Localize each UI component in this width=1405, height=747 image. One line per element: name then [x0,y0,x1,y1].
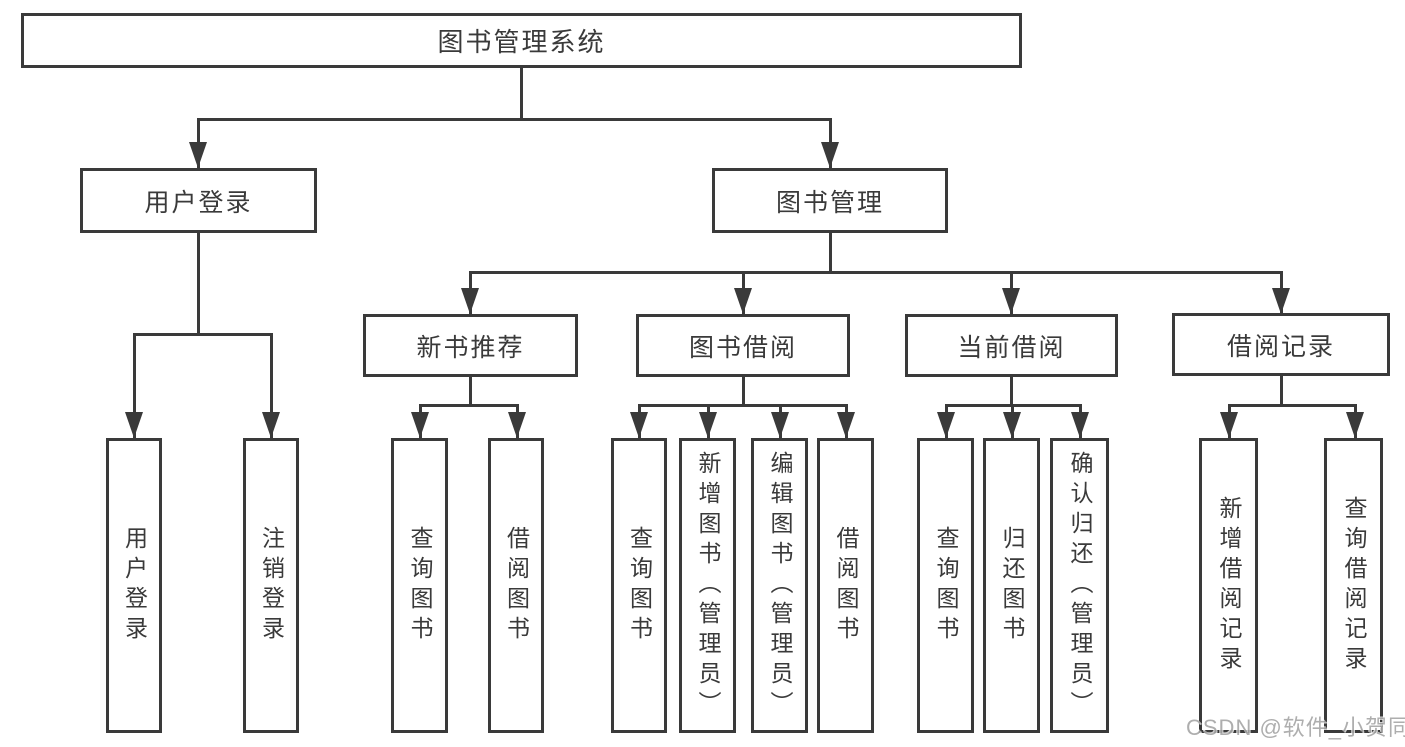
node-label: 编辑图书（管理员） [767,450,793,721]
leaf-query-borrow-record: 查询借阅记录 [1324,438,1383,733]
csdn-watermark: CSDN @软件_小贺同学 [1186,715,1405,740]
arrow-down-icon [1272,288,1290,314]
leaf-edit-books-admin: 编辑图书（管理员） [751,438,808,733]
arrow-down-icon [734,288,752,314]
node-label: 查询图书 [407,525,433,646]
connector-line [1010,377,1013,406]
node-book-management: 图书管理 [712,168,948,233]
leaf-logout: 注销登录 [243,438,299,733]
node-label: 图书借阅 [688,333,797,362]
node-label: 借阅记录 [1226,332,1335,361]
node-label: 新书推荐 [416,333,525,362]
node-label: 确认归还（管理员） [1067,450,1093,721]
node-label: 用户登录 [121,525,148,646]
node-label: 当前借阅 [957,333,1066,362]
node-label: 用户登录 [144,188,253,217]
node-label: 借阅图书 [503,525,530,646]
leaf-add-borrow-record: 新增借阅记录 [1199,438,1258,733]
arrow-down-icon [771,412,789,438]
arrow-down-icon [630,412,648,438]
node-label: 新增借阅记录 [1216,495,1242,676]
arrow-down-icon [125,412,143,438]
connector-line [1280,376,1283,406]
arrow-down-icon [1071,412,1089,438]
connector-line [197,118,832,121]
node-current-borrow: 当前借阅 [905,314,1118,377]
arrow-down-icon [411,412,429,438]
arrow-down-icon [837,412,855,438]
connector-line [742,377,745,406]
node-label: 归还图书 [999,525,1025,646]
arrow-down-icon [262,412,280,438]
connector-line [1228,404,1355,407]
connector-line [197,233,200,335]
connector-line [520,68,523,120]
node-label: 图书管理系统 [437,27,606,57]
node-borrow-records: 借阅记录 [1172,313,1390,376]
leaf-return-books: 归还图书 [983,438,1040,733]
arrow-down-icon [1002,288,1020,314]
leaf-add-books-admin: 新增图书（管理员） [679,438,736,733]
node-label: 查询图书 [626,525,653,646]
leaf-borrow-books-recommend: 借阅图书 [488,438,544,733]
connector-line [419,404,518,407]
leaf-confirm-return-admin: 确认归还（管理员） [1050,438,1109,733]
leaf-borrow-books: 借阅图书 [817,438,874,733]
arrow-down-icon [461,288,479,314]
arrow-down-icon [937,412,955,438]
connector-line [270,333,273,438]
leaf-user-login: 用户登录 [106,438,162,733]
node-label: 借阅图书 [833,525,859,646]
node-library-system: 图书管理系统 [21,13,1022,68]
connector-line [133,333,136,438]
arrow-down-icon [1220,412,1238,438]
connector-line [469,377,472,406]
node-label: 图书管理 [775,188,884,217]
node-label: 查询图书 [933,525,959,646]
node-label: 新增图书（管理员） [695,450,721,721]
connector-line [829,233,832,274]
node-user-login: 用户登录 [80,168,317,233]
leaf-query-books-recommend: 查询图书 [391,438,448,733]
arrow-down-icon [699,412,717,438]
connector-line [638,404,848,407]
node-new-book-recommend: 新书推荐 [363,314,578,377]
node-label: 注销登录 [258,525,285,646]
node-label: 查询借阅记录 [1341,495,1367,676]
connector-line [133,333,273,336]
arrow-down-icon [1346,412,1364,438]
connector-line [469,271,1282,274]
arrow-down-icon [508,412,526,438]
leaf-query-books-borrow: 查询图书 [611,438,667,733]
arrow-down-icon [821,142,839,168]
leaf-query-books-current: 查询图书 [917,438,974,733]
arrow-down-icon [1003,412,1021,438]
node-book-borrow: 图书借阅 [636,314,850,377]
arrow-down-icon [189,142,207,168]
